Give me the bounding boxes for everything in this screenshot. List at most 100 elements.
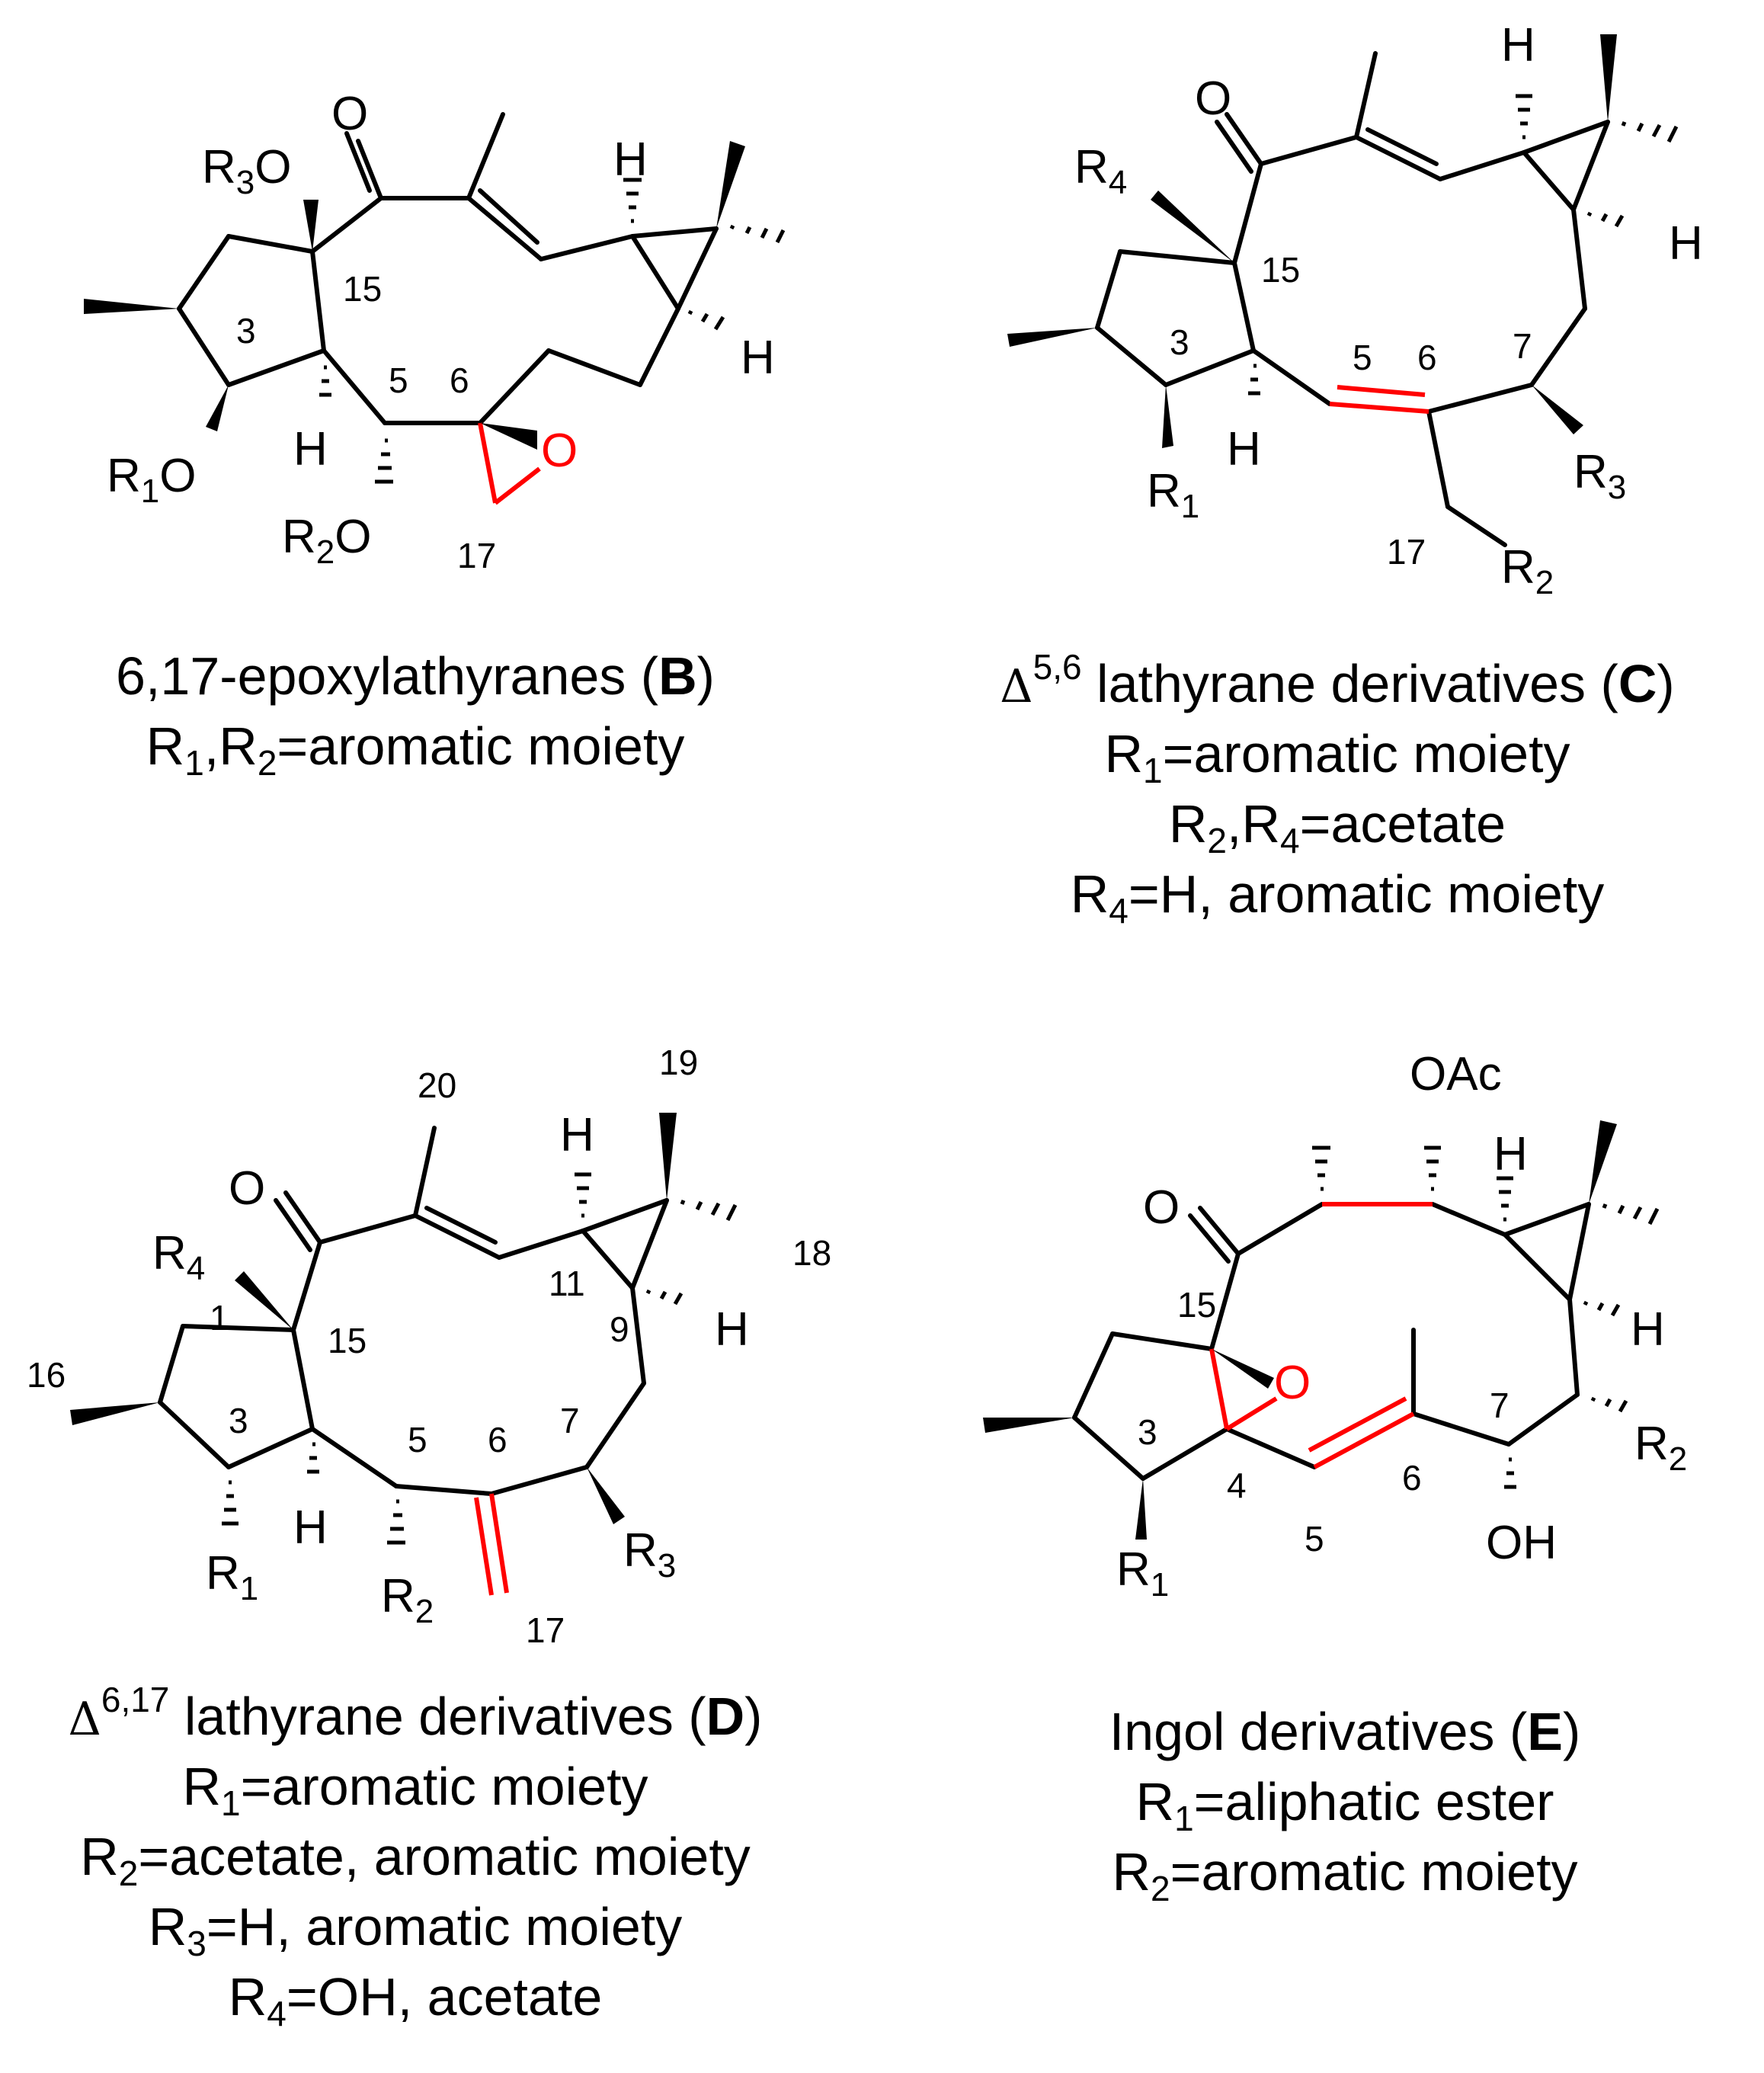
substituent-text: R bbox=[182, 1757, 222, 1816]
atom-subscript: 2 bbox=[1535, 564, 1554, 601]
locant: 5 bbox=[389, 360, 408, 400]
caption-E: Ingol derivatives (E) R1=aliphatic ester… bbox=[1109, 1700, 1581, 1907]
svg-text:R2: R2 bbox=[381, 1570, 434, 1630]
atom-label: H bbox=[715, 1303, 749, 1356]
atom-label: R bbox=[1147, 465, 1181, 517]
hashes-E bbox=[1312, 1145, 1660, 1489]
locant: 6 bbox=[488, 1420, 507, 1459]
substituent-text: R bbox=[1135, 1772, 1175, 1831]
atom-label: H bbox=[1501, 19, 1535, 72]
svg-text:R2O: R2O bbox=[282, 511, 372, 571]
substituent-text: ,R bbox=[203, 716, 258, 776]
bonds-C bbox=[1095, 51, 1610, 547]
svg-text:R3O: R3O bbox=[202, 141, 292, 201]
epoxide-B bbox=[478, 422, 541, 505]
atom-label: O bbox=[541, 425, 578, 477]
hashes-C bbox=[1248, 94, 1679, 396]
locant: 6 bbox=[450, 360, 469, 400]
atom-subscript: 4 bbox=[1109, 164, 1127, 201]
substituent-line: R2,R4=acetate bbox=[1000, 789, 1674, 859]
labels-D: 20 19 18 O R4 15 1 16 3 5 6 7 9 11 17 H … bbox=[27, 1043, 831, 1650]
atom-label: O bbox=[335, 511, 371, 563]
atom-label: H bbox=[613, 133, 648, 186]
locant: 9 bbox=[610, 1309, 629, 1349]
locant: 3 bbox=[229, 1401, 248, 1440]
substituent-line: R1,R2=aromatic moiety bbox=[116, 711, 715, 781]
caption-B: 6,17-epoxylathyranes (B) R1,R2=aromatic … bbox=[116, 644, 715, 781]
locant: 15 bbox=[1261, 250, 1300, 290]
svg-text:R2: R2 bbox=[1501, 541, 1554, 601]
substituent-text: 1 bbox=[184, 743, 204, 783]
substituent-text: 4 bbox=[1109, 891, 1129, 931]
structure-C: O R4 15 3 5 6 7 17 H R1 R3 R2 H H bbox=[1007, 19, 1703, 601]
labels-E: OAc O 15 O 3 4 5 6 7 R1 OH R2 H H bbox=[1116, 1048, 1687, 1604]
atom-label: H bbox=[1227, 423, 1261, 476]
locant: 15 bbox=[328, 1321, 367, 1360]
atom-label: R bbox=[1074, 141, 1109, 194]
alkene-C bbox=[1329, 385, 1429, 414]
substituent-line: R2=aromatic moiety bbox=[1109, 1837, 1581, 1907]
atom-label: H bbox=[1493, 1128, 1528, 1181]
locant: 4 bbox=[1227, 1466, 1247, 1505]
exo-methylene-D bbox=[474, 1493, 509, 1596]
substituent-text: =acetate, aromatic moiety bbox=[138, 1827, 751, 1886]
atom-subscript: 4 bbox=[187, 1250, 205, 1287]
atom-label: H bbox=[1669, 217, 1703, 270]
atom-label: OAc bbox=[1410, 1048, 1502, 1101]
atom-label: R bbox=[1116, 1543, 1151, 1596]
svg-text:R1: R1 bbox=[1116, 1543, 1169, 1604]
locant: 3 bbox=[1170, 322, 1189, 362]
substituent-line: R1=aromatic moiety bbox=[69, 1751, 763, 1821]
structure-E: OAc O 15 O 3 4 5 6 7 R1 OH R2 H H bbox=[983, 1048, 1687, 1604]
atom-label: H bbox=[293, 1501, 328, 1554]
atom-label: H bbox=[293, 423, 328, 476]
svg-text:R1: R1 bbox=[1147, 465, 1199, 525]
atom-label: R bbox=[1501, 541, 1535, 594]
highlight-E bbox=[1209, 1202, 1433, 1469]
svg-text:R4: R4 bbox=[1074, 141, 1127, 201]
locant: 7 bbox=[560, 1401, 580, 1440]
locant: 6 bbox=[1402, 1458, 1422, 1498]
locant: 3 bbox=[1138, 1412, 1157, 1452]
locant: 18 bbox=[792, 1233, 831, 1273]
locant: 15 bbox=[1177, 1285, 1216, 1325]
substituent-text: =aromatic moiety bbox=[277, 716, 685, 776]
substituent-text: R bbox=[1104, 724, 1144, 783]
substituent-text: 3 bbox=[187, 1924, 206, 1963]
svg-text:R1O: R1O bbox=[107, 450, 197, 510]
locant: 1 bbox=[210, 1298, 229, 1338]
atom-label: R bbox=[381, 1570, 415, 1623]
substituent-line: R1=aromatic moiety bbox=[1000, 719, 1674, 789]
svg-text:R2: R2 bbox=[1634, 1418, 1687, 1478]
substituent-text: =aromatic moiety bbox=[240, 1757, 648, 1816]
atom-label: R bbox=[282, 511, 316, 563]
svg-text:R3: R3 bbox=[1574, 446, 1626, 506]
structure-B: O R3O 15 3 5 6 17 R1O H R2O O H H bbox=[84, 88, 786, 575]
atom-label: R bbox=[623, 1524, 658, 1577]
svg-text:R4: R4 bbox=[152, 1227, 205, 1287]
svg-text:R3: R3 bbox=[623, 1524, 676, 1584]
substituent-text: =acetate bbox=[1299, 794, 1506, 854]
atom-subscript: 3 bbox=[236, 164, 255, 201]
atom-label: O bbox=[1143, 1181, 1180, 1234]
substituent-text: 2 bbox=[257, 743, 277, 783]
atom-label: R bbox=[107, 450, 141, 502]
substituent-text: 2 bbox=[118, 1854, 139, 1893]
wedges-B bbox=[84, 141, 745, 450]
wedges-E bbox=[983, 1120, 1617, 1540]
locant: 16 bbox=[27, 1355, 66, 1395]
hashes-D bbox=[222, 1172, 738, 1545]
wedges-C bbox=[1007, 34, 1617, 448]
substituent-text: 1 bbox=[1174, 1799, 1194, 1838]
locant: 6 bbox=[1417, 338, 1437, 377]
panel-title: Δ6,17 lathyrane derivatives (D) bbox=[68, 1680, 763, 1746]
bonds-D bbox=[158, 1126, 669, 1496]
atom-label: R bbox=[202, 141, 236, 194]
locant: 20 bbox=[418, 1065, 456, 1105]
atom-subscript: 1 bbox=[240, 1570, 258, 1607]
locant: 15 bbox=[343, 269, 382, 309]
atom-label: OH bbox=[1486, 1517, 1557, 1569]
